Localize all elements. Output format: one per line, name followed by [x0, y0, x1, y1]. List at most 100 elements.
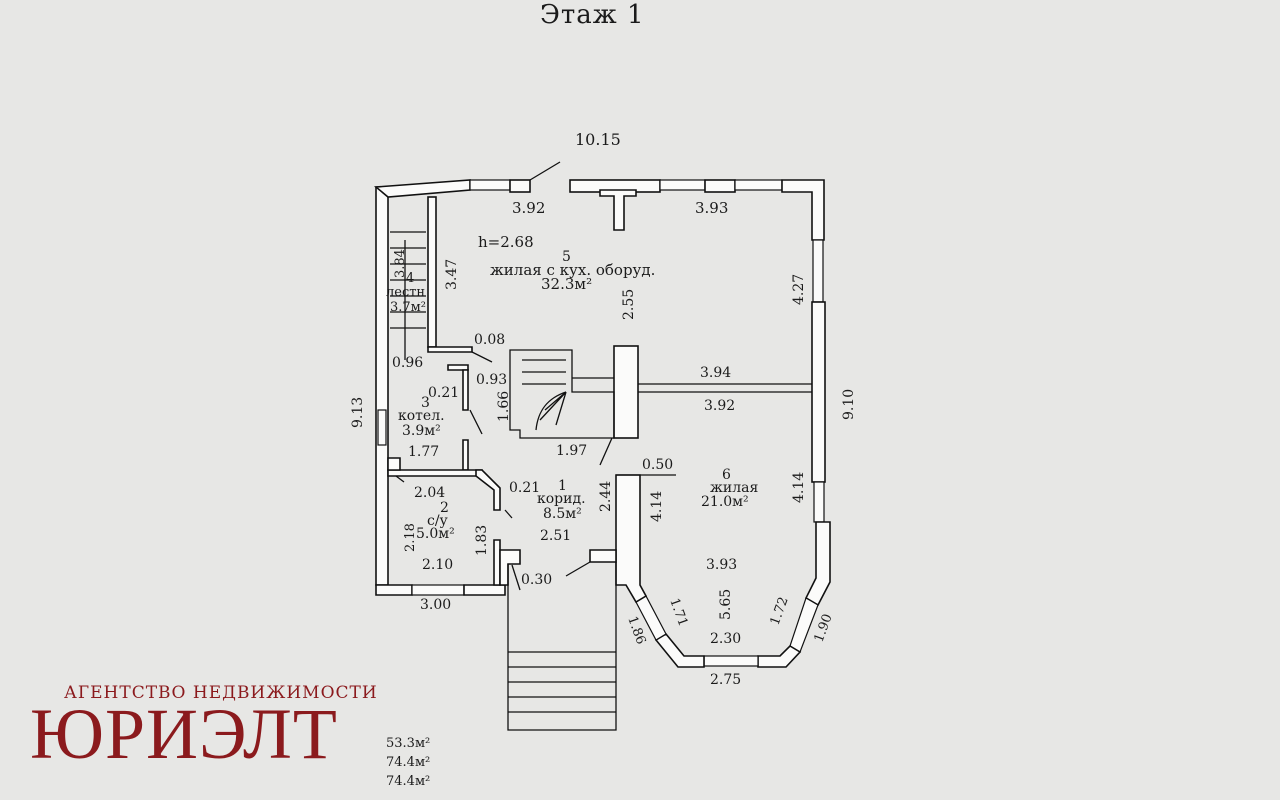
leader-overall: [529, 161, 561, 181]
wall-right-mid: [811, 301, 826, 483]
dim-inner-183: 1.83: [474, 525, 490, 556]
floor-title: Этаж 1: [540, 0, 645, 30]
area-total-3: 74.4м²: [386, 774, 431, 789]
wall-boiler-right: [462, 369, 469, 411]
dim-inner-218: 2.18: [403, 523, 418, 552]
wall-wc-door: [387, 457, 401, 471]
room-3-label: 3 котел. 3.9м²: [398, 395, 445, 439]
room-2-area: 5.0м²: [416, 526, 455, 542]
dim-inner-392: 3.92: [704, 398, 735, 414]
window-top-right-b: [734, 179, 783, 191]
room-3-number: 3: [421, 395, 430, 411]
wall-left: [375, 186, 389, 586]
wall-stair-bottom: [427, 346, 473, 353]
room-6-label: 6 жилая 21.0м²: [701, 467, 758, 510]
dim-bay-171: 1.71: [666, 596, 690, 628]
window-bay-right: [789, 597, 819, 653]
dim-bay-565: 5.65: [718, 589, 734, 620]
room-6-name: жилая: [710, 480, 758, 496]
dim-inner-096: 0.96: [392, 355, 423, 371]
room-2-number: 2: [440, 500, 449, 516]
wall-wc-right: [493, 539, 501, 586]
dim-top-left: 3.92: [512, 199, 545, 217]
dim-inner-244: 2.44: [598, 481, 614, 512]
agency-subtitle: АГЕНТСТВО НЕДВИЖИМОСТИ: [64, 683, 378, 703]
wall-wc-top: [387, 469, 483, 477]
window-bay-bottom: [703, 655, 759, 667]
wall-left-room6: [615, 474, 648, 604]
dim-inner-204: 2.04: [414, 485, 445, 501]
wall-corridor-right: [589, 549, 617, 563]
dim-bottom-left: 3.00: [420, 597, 451, 613]
dim-inner-166: 1.66: [496, 391, 512, 422]
dim-inner-021a: 0.21: [428, 385, 459, 401]
dim-overall-width: 10.15: [575, 130, 621, 149]
dim-inner-050: 0.50: [642, 457, 673, 473]
dim-right-lower: 4.14: [791, 472, 807, 503]
wall-right-lower: [804, 521, 831, 607]
wall-pier-top-left: [509, 179, 531, 193]
entrance-steps: [507, 562, 617, 731]
room-5-number: 5: [562, 249, 571, 265]
room-4-name: лестн: [386, 285, 425, 300]
room-6-area: 21.0м²: [701, 494, 749, 510]
dim-inner-093: 0.93: [476, 372, 507, 388]
window-bottom-left: [411, 584, 465, 596]
room-4-label: 4 лестн 3.7м²: [386, 271, 426, 315]
window-right-upper: [812, 239, 824, 303]
dim-inner-394: 3.94: [700, 365, 731, 381]
room-6-number: 6: [722, 467, 731, 483]
dim-left-height: 9.13: [350, 397, 366, 428]
room-3-name: котел.: [398, 408, 445, 424]
room-5-area: 32.3м²: [541, 275, 592, 293]
stair-spiral: [509, 349, 615, 439]
room-3-area: 3.9м²: [402, 423, 441, 439]
dim-inner-197: 1.97: [556, 443, 587, 459]
wall-top-pier: [599, 189, 637, 231]
wall-boiler-right2: [462, 439, 469, 471]
dim-inner-347: 3.47: [444, 259, 460, 290]
room-1-name: корид.: [537, 491, 586, 507]
dim-left-lower-room: 4.14: [649, 491, 665, 522]
agency-logo-name: ЮРИЭЛТ: [30, 694, 338, 774]
dim-top-right: 3.93: [695, 199, 728, 217]
wall-bay-left-corner: [654, 632, 705, 668]
window-right-lower: [813, 481, 825, 523]
area-total-1: 53.3м²: [386, 736, 431, 751]
wall-bottom-left: [375, 584, 413, 596]
dim-inner-210: 2.10: [422, 557, 453, 573]
window-left: [377, 409, 387, 446]
room-1-label: 1 корид. 8.5м²: [537, 478, 586, 522]
wall-top-right-corner: [781, 179, 825, 241]
room-5-label: h=2.68 5 жилая с кух. оборуд. 32.3м²: [478, 233, 655, 293]
dim-inner-021b: 0.21: [509, 480, 540, 496]
room-2-name: с/у: [427, 513, 449, 529]
dim-right-upper: 4.27: [791, 274, 807, 305]
room-5-height: h=2.68: [478, 233, 534, 251]
room-1-area: 8.5м²: [543, 506, 582, 522]
stair-room4: [390, 231, 426, 360]
dim-inner-251: 2.51: [540, 528, 571, 544]
dim-inner-030: 0.30: [521, 572, 552, 588]
room-4-area: 3.7м²: [390, 300, 426, 315]
dim-bay-230: 2.30: [710, 631, 741, 647]
room-4-number: 4: [406, 271, 414, 286]
wall-bay-right-corner: [757, 644, 802, 668]
dim-inner-008: 0.08: [474, 332, 505, 348]
dim-inner-177: 1.77: [408, 444, 439, 460]
room-5-name: жилая с кух. оборуд.: [490, 261, 655, 279]
wall-pier-top-right: [704, 179, 736, 193]
dim-inner-255: 2.55: [621, 289, 637, 320]
room-1-number: 1: [558, 478, 567, 494]
dim-bay-190: 1.90: [812, 612, 836, 644]
wall-top-left: [373, 179, 471, 198]
dim-bay-393: 3.93: [706, 557, 737, 573]
wall-bottom-left-b: [463, 584, 506, 596]
wall-stair-left: [427, 196, 437, 348]
room-2-label: 2 с/у 5.0м²: [416, 500, 455, 542]
dim-stair-run: 3.84: [393, 249, 408, 278]
area-totals: 53.3м² 74.4м² 74.4м²: [386, 734, 430, 791]
wall-wc-diag: [475, 469, 501, 511]
dim-bay-172: 1.72: [768, 595, 792, 627]
